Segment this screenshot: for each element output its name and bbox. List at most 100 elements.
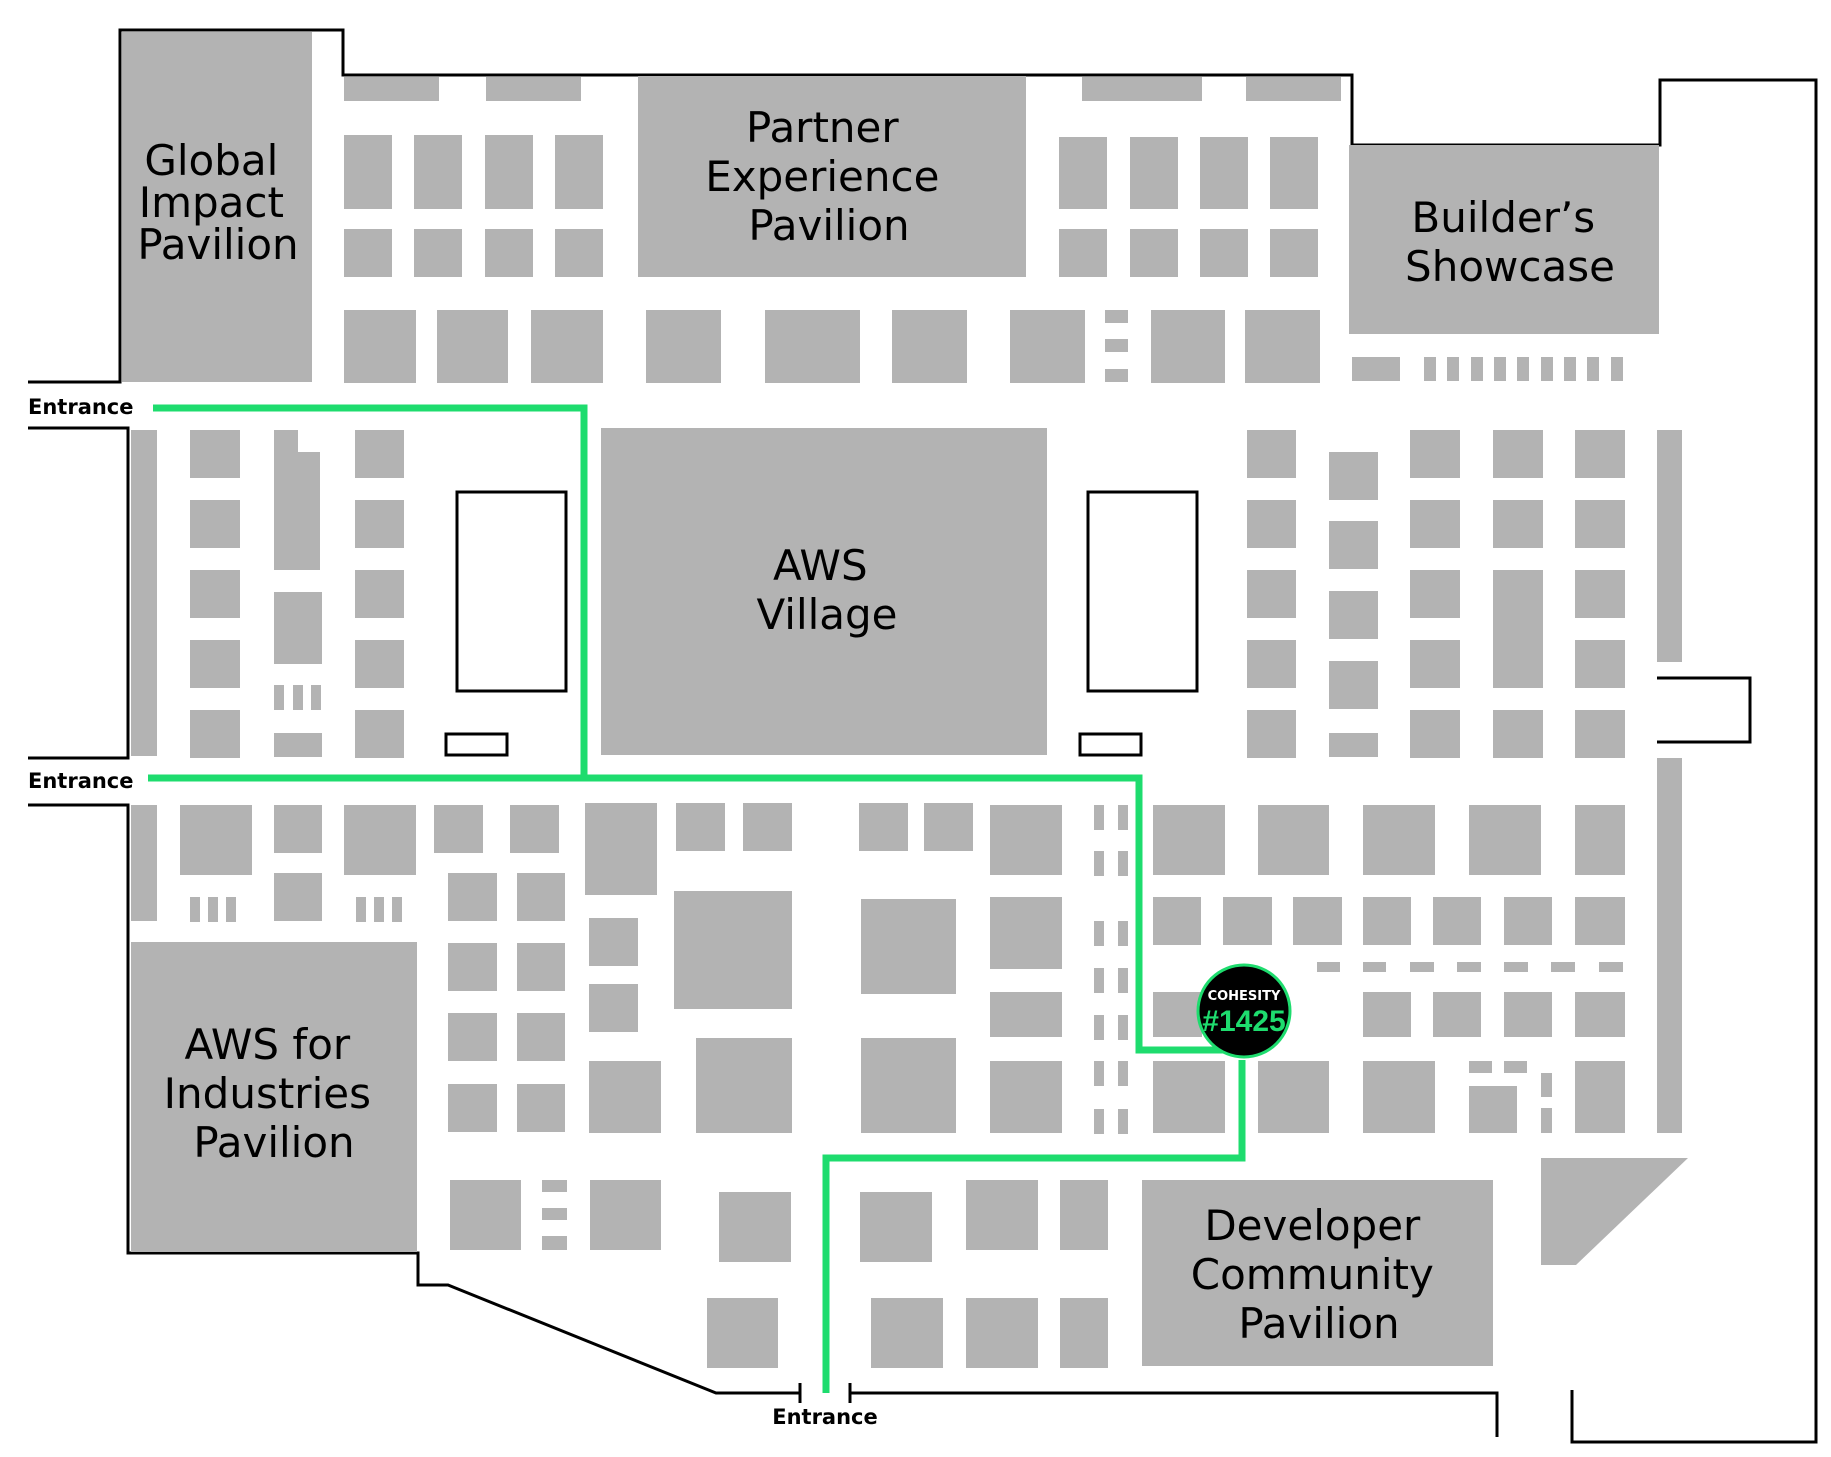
booth[interactable] [1094,1109,1104,1134]
booth[interactable] [1657,758,1682,1133]
booth[interactable] [1363,1061,1435,1133]
booth[interactable] [542,1236,567,1250]
booth[interactable] [356,897,366,922]
booth[interactable] [1564,357,1576,381]
booth[interactable] [1258,1061,1329,1133]
booth[interactable] [1363,805,1435,875]
booth[interactable] [892,310,967,383]
booth[interactable] [311,685,321,710]
booth[interactable] [1118,1015,1128,1040]
booth[interactable] [344,229,392,277]
booth[interactable] [1541,1073,1552,1097]
booth[interactable] [190,710,240,758]
booth[interactable] [1247,710,1296,758]
booth[interactable] [226,897,236,922]
booth[interactable] [966,1298,1038,1368]
booth[interactable] [1469,1061,1492,1073]
booth[interactable] [448,943,497,991]
booth[interactable] [274,430,320,570]
booth[interactable] [542,1180,567,1192]
booth[interactable] [1517,357,1529,381]
booth[interactable] [274,592,322,664]
booth[interactable] [1541,357,1553,381]
booth[interactable] [131,805,157,921]
booth[interactable] [355,430,404,478]
booth[interactable] [1153,1061,1225,1133]
booth[interactable] [374,897,384,922]
booth[interactable] [1094,1015,1104,1040]
booth[interactable] [1447,357,1459,381]
booth[interactable] [1317,962,1340,972]
booth[interactable] [676,803,725,851]
booth[interactable] [1247,640,1296,688]
booth[interactable] [1270,137,1318,209]
booth[interactable] [1493,710,1543,758]
booth[interactable] [1151,310,1225,383]
booth[interactable] [531,310,603,383]
booth[interactable] [990,897,1062,969]
booth[interactable] [448,1084,497,1132]
booth[interactable] [1130,229,1178,277]
booth[interactable] [1094,921,1104,946]
booth[interactable] [1118,1061,1128,1086]
booth[interactable] [1153,992,1202,1037]
booth[interactable] [990,805,1062,875]
booth[interactable] [355,640,404,688]
booth[interactable] [1541,1108,1552,1133]
booth[interactable] [1575,897,1625,945]
entrance-top-left[interactable]: Entrance [28,395,134,419]
booth[interactable] [1105,310,1128,323]
booth[interactable] [1611,357,1623,381]
booth[interactable] [208,897,218,922]
booth[interactable] [274,733,322,757]
booth[interactable] [1410,430,1460,478]
booth[interactable] [448,1013,497,1061]
booth[interactable] [1270,229,1318,277]
booth[interactable] [1433,992,1481,1037]
booth[interactable] [1469,1086,1517,1133]
booth[interactable] [1105,339,1128,352]
booth[interactable] [434,805,483,853]
booth[interactable] [1599,962,1623,972]
booth[interactable] [1153,805,1225,875]
booth[interactable] [1329,521,1378,569]
booth[interactable] [1494,357,1506,381]
booth[interactable] [510,805,559,853]
booth[interactable] [1352,357,1400,381]
booth[interactable] [1410,570,1460,618]
booth[interactable] [1410,640,1460,688]
booth[interactable] [674,891,792,1009]
booth[interactable] [1060,1298,1108,1368]
booth[interactable] [1575,805,1625,875]
booth[interactable] [1329,733,1378,757]
booth[interactable] [486,77,581,101]
booth[interactable] [344,310,416,383]
booth[interactable] [1118,921,1128,946]
booth[interactable] [1363,992,1411,1037]
booth[interactable] [1469,805,1541,875]
booth[interactable] [1118,1109,1128,1134]
booth[interactable] [1504,897,1552,945]
booth[interactable] [1410,500,1460,548]
booth[interactable] [542,1208,567,1220]
booth[interactable] [1094,851,1104,876]
booth[interactable] [1329,452,1378,500]
booth[interactable] [1551,962,1575,972]
aws-village-area[interactable] [601,428,1047,755]
booth[interactable] [1433,897,1481,945]
partner-experience-pavilion[interactable] [638,76,1026,277]
booth[interactable] [1575,1061,1625,1133]
entrance-mid-left[interactable]: Entrance [28,769,134,793]
booth[interactable] [1504,1061,1527,1073]
booth[interactable] [180,805,252,875]
booth[interactable] [1363,897,1411,945]
booth[interactable] [1493,500,1543,548]
booth[interactable] [1329,591,1378,639]
booth[interactable] [1082,77,1202,101]
booth[interactable] [274,685,284,710]
booth[interactable] [517,1013,565,1061]
booth[interactable] [1130,137,1178,209]
booth[interactable] [1575,640,1625,688]
global-impact-pavilion[interactable] [122,32,312,382]
booth[interactable] [924,803,973,851]
